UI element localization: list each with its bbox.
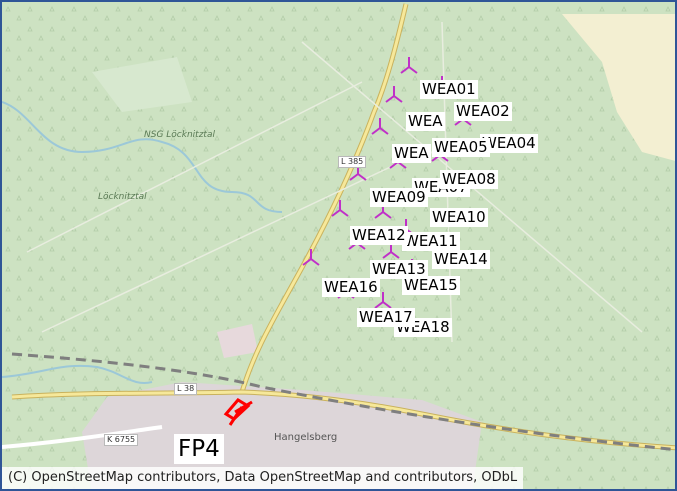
turbine-label[interactable]: WEA04 — [480, 134, 538, 153]
turbine-label[interactable]: WEA15 — [402, 276, 460, 295]
wind-turbine-icon[interactable] — [400, 57, 418, 74]
turbine-label[interactable]: WEA05 — [432, 138, 490, 157]
wind-turbine-icon[interactable] — [385, 86, 403, 103]
turbine-label[interactable]: WEA02 — [454, 102, 512, 121]
wind-turbine-icon[interactable] — [374, 292, 392, 309]
turbine-label[interactable]: WEA10 — [430, 208, 488, 227]
turbine-label[interactable]: WEA01 — [420, 80, 478, 99]
turbine-label[interactable]: WEA16 — [322, 278, 380, 297]
wind-turbine-icon[interactable] — [331, 200, 349, 217]
turbine-label[interactable]: WEA14 — [432, 250, 490, 269]
river — [2, 101, 283, 213]
nsg-label: NSG Löcknitztal — [144, 130, 215, 140]
turbine-label[interactable]: WEA17 — [357, 308, 415, 327]
clearing — [217, 324, 258, 358]
turbine-label[interactable]: WEA11 — [402, 232, 460, 251]
area-label: Löcknitztal — [98, 192, 147, 202]
turbine-label[interactable]: WEA — [406, 112, 445, 131]
turbine-label[interactable]: WEA12 — [350, 226, 408, 245]
heath-area — [562, 14, 675, 161]
town-label: Hangelsberg — [274, 432, 338, 443]
road-label-l38: L 38 — [174, 383, 198, 395]
railway — [11, 352, 675, 452]
road-label-k6755: K 6755 — [104, 434, 139, 446]
site-label[interactable]: FP4 — [174, 434, 224, 464]
turbine-label[interactable]: WEA — [392, 144, 431, 163]
turbine-label[interactable]: WEA13 — [370, 260, 428, 279]
road-label-l385: L 385 — [338, 156, 367, 168]
turbine-label[interactable]: WEA08 — [440, 170, 498, 189]
turbine-label[interactable]: WEA09 — [370, 188, 428, 207]
wind-turbine-icon[interactable] — [371, 118, 389, 135]
site-marker[interactable] — [223, 398, 253, 426]
wind-turbine-icon[interactable] — [302, 249, 320, 266]
road-k6755 — [2, 425, 163, 449]
heath-area-left — [92, 57, 192, 112]
river-south — [2, 364, 153, 384]
map-attribution: (C) OpenStreetMap contributors, Data Ope… — [2, 467, 524, 489]
